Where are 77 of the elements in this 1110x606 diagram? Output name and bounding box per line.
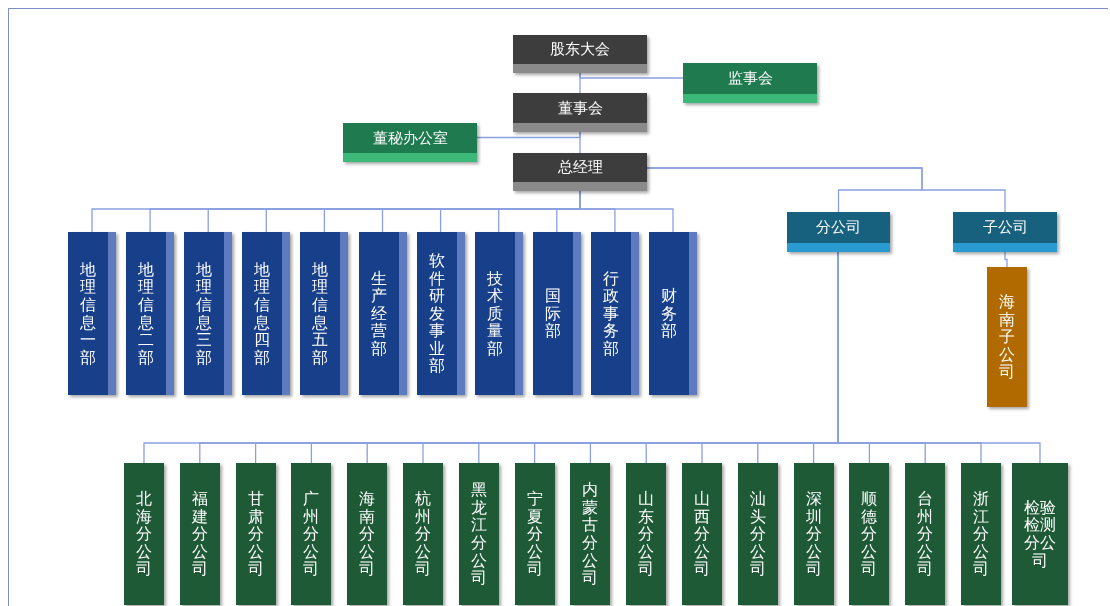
- node-label: 福建分公司: [191, 490, 208, 578]
- node-label: 甘肃分公司: [247, 490, 264, 578]
- node-label: 黑龙江分公司: [470, 481, 487, 587]
- branch-box: [403, 463, 443, 605]
- branch-box: [849, 463, 890, 605]
- connector-line: [579, 190, 674, 233]
- department-box: [358, 232, 407, 395]
- department-box: [416, 232, 465, 395]
- department-box: [532, 232, 581, 395]
- org-box: [683, 63, 817, 103]
- node-label: 宁夏分公司: [526, 490, 543, 578]
- node-label: 董秘办公室: [372, 127, 448, 149]
- org-box: [343, 123, 477, 162]
- branch-box: [514, 463, 555, 605]
- node-label: 分公司: [816, 217, 861, 239]
- node-label: 股东大会: [550, 39, 610, 61]
- branch-box: [291, 463, 332, 605]
- department-box: [68, 232, 116, 395]
- department-box: [184, 232, 233, 395]
- node-label: 内蒙古分公司: [582, 481, 599, 587]
- node-label: 海南子公司: [999, 293, 1015, 381]
- department-box: [474, 232, 523, 395]
- connector-line: [646, 167, 1006, 213]
- node-label: 地理信息一部: [80, 260, 96, 367]
- node-label: 国际部: [544, 287, 561, 340]
- branch-box: [737, 463, 778, 605]
- branch-box: [347, 463, 388, 605]
- node-label: 董事会: [557, 97, 603, 119]
- node-label: 地理信息四部: [254, 260, 271, 367]
- branch-box: [961, 463, 1001, 605]
- node-label: 深圳分公司: [805, 490, 822, 578]
- node-label: 杭州分公司: [415, 490, 431, 578]
- node-label: 财务部: [661, 287, 677, 340]
- branch-box: [458, 463, 499, 605]
- node-label: 广州分公司: [303, 490, 320, 578]
- department-box: [242, 232, 291, 395]
- org-box: [513, 35, 647, 73]
- node-label: 山东分公司: [638, 490, 655, 578]
- node-label: 汕头分公司: [749, 490, 766, 578]
- branch-box: [682, 463, 722, 605]
- node-label: 软件研发事业部: [428, 251, 445, 376]
- connector-line: [1004, 251, 1008, 268]
- org-box: [513, 93, 647, 132]
- branch-box: [905, 463, 946, 605]
- branch-box: [626, 463, 667, 605]
- department-box: [590, 232, 639, 395]
- subsidiary-box: [987, 267, 1027, 407]
- node-label: 台州分公司: [917, 490, 934, 578]
- branch-box: [793, 463, 834, 605]
- node-label: 子公司: [982, 217, 1028, 239]
- branch-box: [179, 463, 220, 605]
- connector-line: [476, 131, 581, 139]
- node-label: 总经理: [557, 157, 603, 179]
- org-box: [953, 212, 1057, 252]
- node-label: 行政事务部: [602, 269, 619, 358]
- node-label: 北海分公司: [136, 490, 152, 578]
- node-label: 山西分公司: [694, 490, 710, 578]
- branch-box: [1012, 463, 1068, 605]
- branch-box: [124, 463, 164, 605]
- node-label: 技术质量部: [486, 269, 503, 358]
- org-box: [513, 153, 647, 191]
- department-box: [300, 232, 349, 395]
- node-label: 地理信息五部: [312, 260, 329, 367]
- department-box: [649, 232, 697, 395]
- node-label: 海南分公司: [359, 490, 376, 578]
- department-box: [126, 232, 175, 395]
- branch-box: [235, 463, 276, 605]
- node-label: 检验检测分公司: [1024, 498, 1056, 570]
- node-label: 生产经营部: [370, 269, 387, 358]
- org-box: [787, 212, 890, 252]
- connector-line: [579, 72, 684, 79]
- branch-box: [570, 463, 611, 605]
- node-label: 顺德分公司: [861, 490, 878, 578]
- node-label: 地理信息三部: [196, 260, 213, 367]
- node-label: 浙江分公司: [973, 490, 989, 578]
- node-label: 监事会: [727, 68, 773, 90]
- node-label: 地理信息二部: [138, 260, 155, 367]
